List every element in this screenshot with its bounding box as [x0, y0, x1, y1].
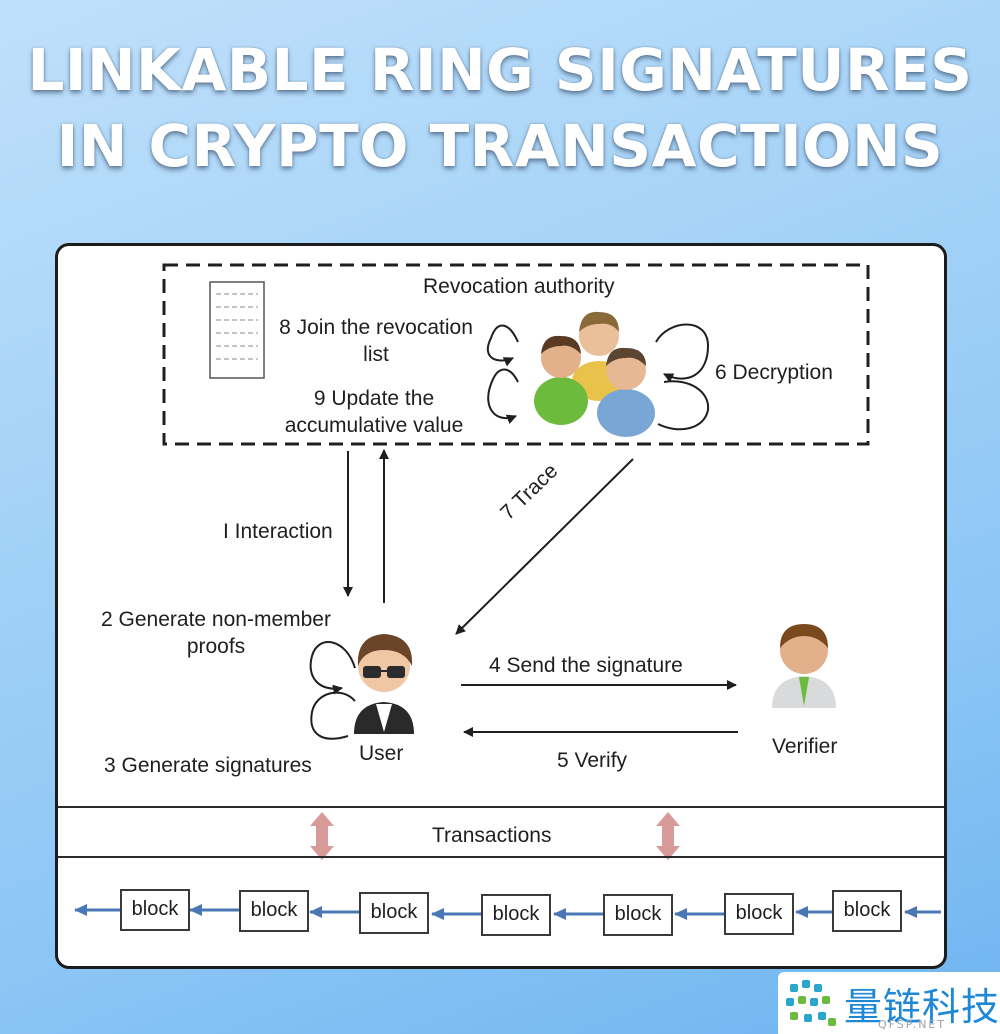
block-1: block: [120, 889, 190, 931]
update-value-line1: 9 Update the: [313, 387, 435, 410]
generate-proofs-label: 2 Generate non-member proofs: [86, 608, 346, 659]
update-value-line2: accumulative value: [284, 414, 464, 437]
decryption-label: 6 Decryption: [715, 361, 833, 384]
loop-arrow-decryption: [655, 323, 710, 383]
revocation-authority-box: [162, 263, 870, 446]
generate-signatures-label: 3 Generate signatures: [104, 754, 312, 777]
join-revocation-line2: list: [363, 343, 389, 366]
transactions-bottom-divider: [58, 856, 944, 858]
verifier-label: Verifier: [772, 735, 838, 758]
join-revocation-label: 8 Join the revocation list: [268, 316, 484, 367]
watermark-name: 量链科技: [844, 985, 1000, 1029]
block-5: block: [603, 894, 673, 936]
interaction-label: I Interaction: [223, 520, 333, 543]
loop-arrow-update: [487, 368, 519, 424]
revocation-authority-title: Revocation authority: [423, 275, 615, 298]
transaction-arrow-left: [310, 812, 334, 860]
block-4: block: [481, 894, 551, 936]
diagram-panel: Revocation authority 8 Join the revocati…: [55, 243, 947, 969]
update-value-label: 9 Update the accumulative value: [266, 387, 482, 438]
watermark: 量链科技 QFSP.NET: [778, 972, 1000, 1034]
loop-arrow-signatures: [310, 691, 356, 740]
diagram-graphics: [74, 263, 941, 920]
title-line-1: LINKABLE RING SIGNATURES: [27, 36, 973, 104]
generate-proofs-line2: proofs: [186, 635, 246, 658]
revocation-list-icon: [209, 281, 265, 379]
loop-arrow-proofs: [309, 641, 356, 695]
authority-group-icon: [534, 311, 655, 437]
verify-label: 5 Verify: [557, 749, 628, 772]
verifier-icon: [772, 624, 836, 708]
trace-arrow: [455, 458, 634, 635]
watermark-site: QFSP.NET: [878, 1018, 947, 1031]
transactions-top-divider: [58, 806, 944, 808]
transactions-label: Transactions: [432, 824, 552, 847]
user-icon: [354, 634, 414, 734]
send-signature-label: 4 Send the signature: [489, 654, 683, 677]
block-6: block: [724, 893, 794, 935]
watermark-logo-icon: [786, 980, 836, 1026]
join-revocation-line1: 8 Join the revocation: [279, 316, 473, 339]
block-3: block: [359, 892, 429, 934]
block-7: block: [832, 890, 902, 932]
transaction-arrow-right: [656, 812, 680, 860]
loop-arrow-join: [486, 324, 519, 367]
generate-proofs-line1: 2 Generate non-member: [101, 608, 331, 631]
title-line-2: IN CRYPTO TRANSACTIONS: [56, 112, 944, 180]
loop-arrow-decryption-2: [657, 380, 710, 431]
block-2: block: [239, 890, 309, 932]
chain-arrows: [74, 904, 941, 920]
user-label: User: [359, 742, 404, 765]
